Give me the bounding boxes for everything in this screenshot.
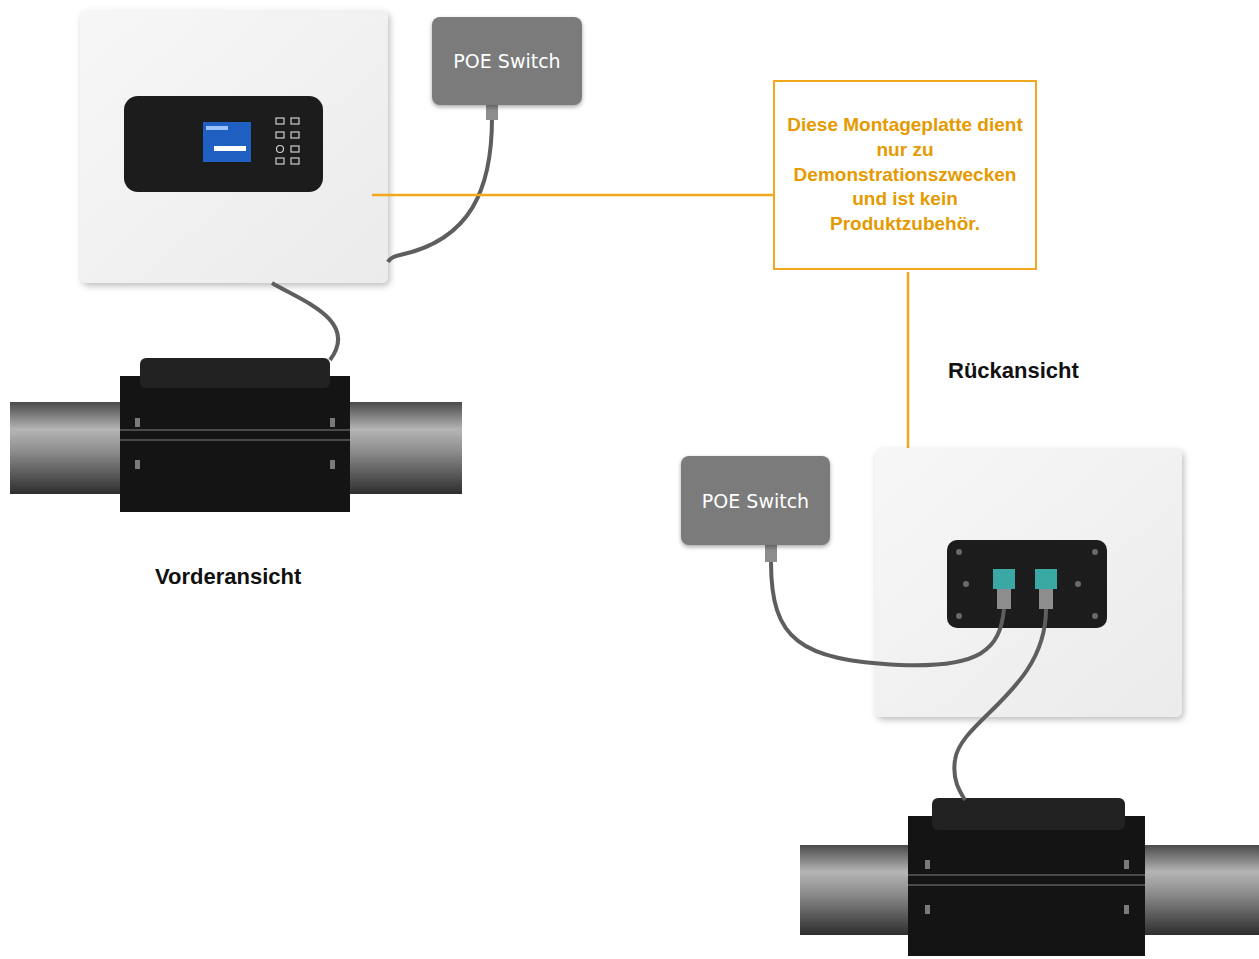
clamp-seam (120, 439, 350, 441)
rj45-plug (1039, 589, 1053, 609)
rj45-port (993, 569, 1015, 589)
cable (954, 609, 1046, 800)
cable (272, 283, 338, 360)
note-text: Diese Montageplatte dient nur zu Demonst… (783, 113, 1027, 236)
sensor-housing (932, 798, 1125, 830)
leader-line (907, 272, 910, 472)
poe-switch: POE Switch (681, 456, 830, 545)
leader-line (372, 194, 773, 197)
connector-panel (947, 540, 1107, 628)
screen-value (214, 146, 246, 151)
rj45-plug (765, 544, 777, 562)
mounting-plate (80, 10, 388, 283)
mounting-plate (875, 448, 1182, 717)
view-label: Vorderansicht (155, 564, 301, 590)
device-name: POE Switch (453, 50, 560, 72)
buttons (276, 118, 299, 164)
display-screen (203, 122, 251, 162)
panel-screws (956, 549, 1098, 619)
cable (771, 562, 1004, 665)
rj45-plug (997, 589, 1011, 609)
clamp-seam (120, 429, 350, 431)
back-view (765, 448, 1259, 956)
device-name: POE Switch (702, 490, 809, 512)
poe-switch: POE Switch (432, 17, 582, 105)
front-view (10, 10, 498, 512)
sensor-clamp (908, 816, 1145, 956)
rj45-port (1035, 569, 1057, 589)
clamp-seam (908, 884, 1145, 886)
cable (388, 118, 492, 262)
view-label: Rückansicht (948, 358, 1079, 384)
screen-line (206, 126, 228, 130)
display-unit (124, 96, 323, 192)
sensor-clamp (120, 376, 350, 512)
rj45-plug (486, 104, 498, 120)
callout-box: Diese Montageplatte dient nur zu Demonst… (773, 80, 1037, 270)
clamp-seam (908, 874, 1145, 876)
clamp-screws (925, 860, 1129, 914)
sensor-housing (140, 358, 330, 388)
clamp-screws (135, 418, 335, 469)
